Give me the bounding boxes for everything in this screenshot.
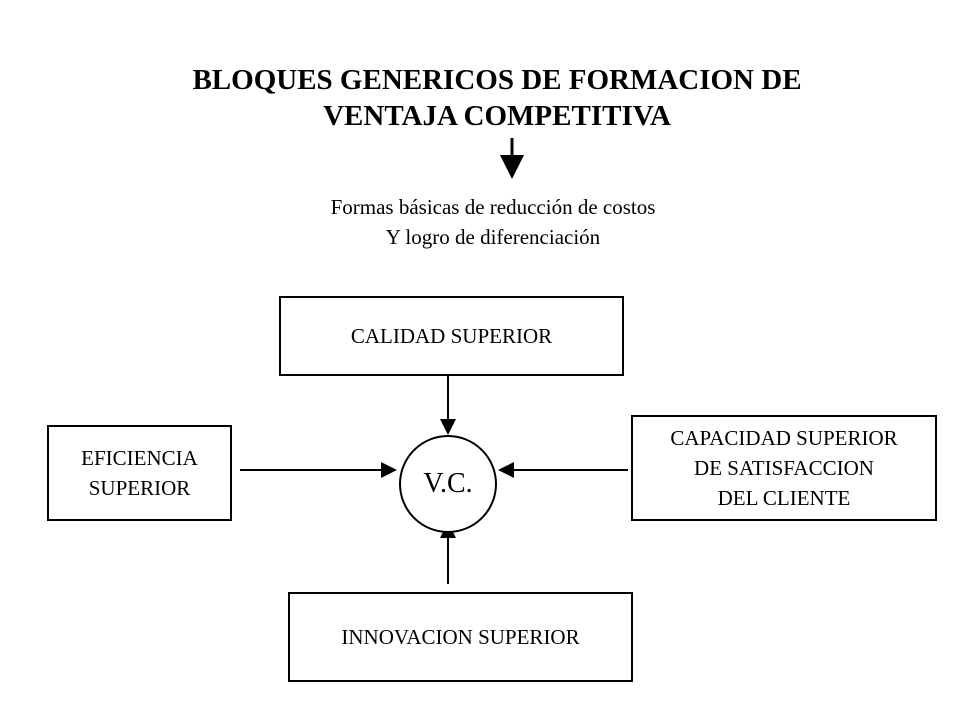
block-eficiencia-superior: EFICIENCIA SUPERIOR [47, 425, 232, 521]
block-left-line-2: SUPERIOR [88, 476, 191, 500]
diagram-subtitle: Formas básicas de reducción de costos Y … [0, 192, 960, 252]
title-line-2: VENTAJA COMPETITIVA [323, 100, 671, 132]
block-bottom-label: INNOVACION SUPERIOR [341, 625, 580, 649]
title-line-1: BLOQUES GENERICOS DE FORMACION DE [192, 64, 802, 96]
block-right-line-2: DE SATISFACCION [694, 456, 874, 480]
block-innovacion-superior: INNOVACION SUPERIOR [288, 592, 633, 682]
diagram-title: BLOQUES GENERICOS DE FORMACION DE VENTAJ… [0, 62, 960, 134]
center-node-vc: V.C. [399, 435, 497, 533]
subtitle-line-1: Formas básicas de reducción de costos [330, 195, 656, 219]
center-node-label: V.C. [423, 468, 473, 499]
block-capacidad-satisfaccion: CAPACIDAD SUPERIOR DE SATISFACCION DEL C… [631, 415, 937, 521]
block-right-line-3: DEL CLIENTE [717, 486, 851, 510]
block-top-label: CALIDAD SUPERIOR [350, 324, 553, 348]
block-calidad-superior: CALIDAD SUPERIOR [279, 296, 624, 376]
block-left-line-1: EFICIENCIA [81, 446, 198, 470]
subtitle-line-2: Y logro de diferenciación [385, 225, 601, 249]
block-right-line-1: CAPACIDAD SUPERIOR [670, 426, 898, 450]
